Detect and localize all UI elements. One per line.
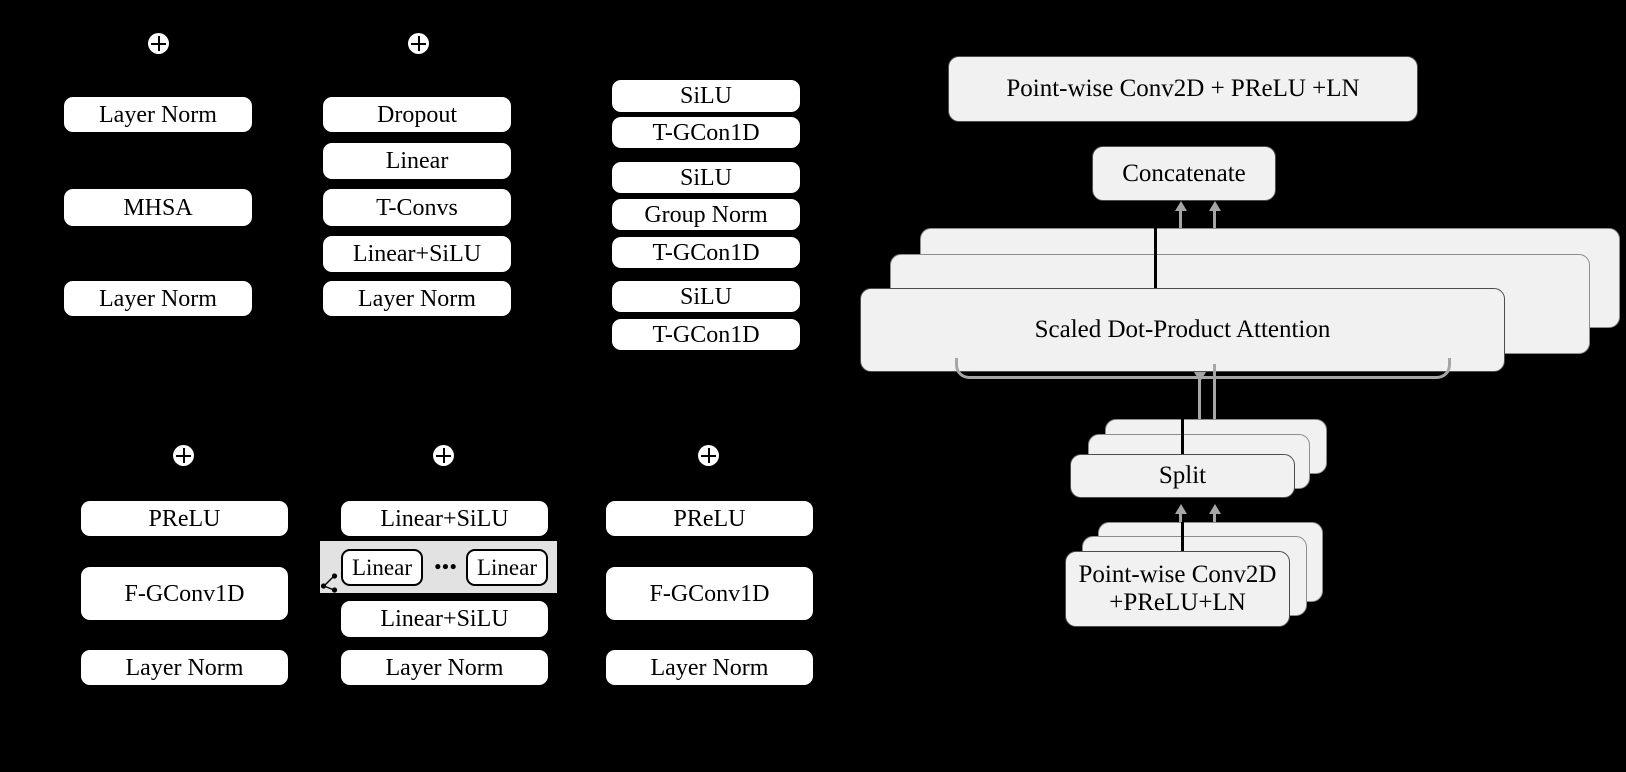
concat-arrow-head-1 bbox=[1174, 201, 1187, 211]
split-input-arrow-2 bbox=[1208, 504, 1221, 514]
bottom-conv-line-2: +PReLU+LN bbox=[1109, 589, 1246, 616]
split-input-arrow-1 bbox=[1174, 504, 1187, 514]
block-layer-norm-c6[interactable]: Layer Norm bbox=[606, 650, 813, 685]
block-linear-group-left[interactable]: Linear bbox=[341, 549, 423, 586]
block-layer-norm-c2[interactable]: Layer Norm bbox=[323, 281, 511, 316]
block-f-gconv1d-c4[interactable]: F-GConv1D bbox=[81, 567, 288, 620]
block-pointwise-conv2d-bottom[interactable]: Point-wise Conv2D +PReLU+LN bbox=[1065, 551, 1290, 627]
block-linear-silu-c5-bottom[interactable]: Linear+SiLU bbox=[341, 601, 548, 637]
block-linear-group-right[interactable]: Linear bbox=[466, 549, 548, 586]
share-nodes-icon-col5 bbox=[320, 573, 338, 593]
split-feed-line-2 bbox=[1213, 364, 1216, 426]
brace-stem-line bbox=[1198, 372, 1201, 420]
block-prelu-c4[interactable]: PReLU bbox=[81, 501, 288, 536]
block-silu-c3-2[interactable]: SiLU bbox=[612, 162, 800, 193]
block-linear-c2[interactable]: Linear bbox=[323, 143, 511, 179]
block-tgcon1d-c3-2[interactable]: T-GCon1D bbox=[612, 237, 800, 268]
add-icon-col4 bbox=[173, 445, 194, 466]
block-scaled-dot-product-attention[interactable]: Scaled Dot-Product Attention bbox=[860, 288, 1505, 372]
bottom-conv-line-1: Point-wise Conv2D bbox=[1078, 561, 1277, 588]
block-f-gconv1d-c6[interactable]: F-GConv1D bbox=[606, 567, 813, 620]
block-dropout[interactable]: Dropout bbox=[323, 97, 511, 132]
block-linear-silu-c5-top[interactable]: Linear+SiLU bbox=[341, 501, 548, 536]
block-silu-c3-1[interactable]: SiLU bbox=[612, 80, 800, 112]
add-icon-col5 bbox=[433, 445, 454, 466]
block-layer-norm-c1-bottom[interactable]: Layer Norm bbox=[64, 281, 252, 316]
concat-arrow-head-2 bbox=[1208, 201, 1221, 211]
add-icon-col2 bbox=[408, 33, 429, 54]
block-linear-silu-c2[interactable]: Linear+SiLU bbox=[323, 236, 511, 272]
block-mhsa[interactable]: MHSA bbox=[64, 189, 252, 226]
attention-trunk-line bbox=[1154, 228, 1157, 320]
block-concatenate[interactable]: Concatenate bbox=[1092, 146, 1276, 201]
add-icon-col1 bbox=[148, 33, 169, 54]
block-tgcon1d-c3-1[interactable]: T-GCon1D bbox=[612, 117, 800, 148]
block-layer-norm-c1-top[interactable]: Layer Norm bbox=[64, 97, 252, 132]
block-group-norm[interactable]: Group Norm bbox=[612, 199, 800, 230]
add-icon-col6 bbox=[698, 445, 719, 466]
block-layer-norm-c4[interactable]: Layer Norm bbox=[81, 650, 288, 685]
block-silu-c3-3[interactable]: SiLU bbox=[612, 281, 800, 312]
block-pointwise-conv2d-top[interactable]: Point-wise Conv2D + PReLU +LN bbox=[948, 56, 1418, 122]
block-tgcon1d-c3-3[interactable]: T-GCon1D bbox=[612, 319, 800, 350]
block-prelu-c6[interactable]: PReLU bbox=[606, 501, 813, 536]
block-split[interactable]: Split bbox=[1070, 454, 1295, 498]
block-layer-norm-c5[interactable]: Layer Norm bbox=[341, 650, 548, 685]
group-ellipsis: ••• bbox=[434, 557, 458, 578]
block-t-convs[interactable]: T-Convs bbox=[323, 189, 511, 226]
split-trunk-line bbox=[1181, 419, 1184, 464]
concat-arrow-line-2 bbox=[1213, 210, 1216, 240]
bottom-conv-trunk-line bbox=[1181, 522, 1184, 564]
brace-stem-arrow bbox=[1193, 372, 1206, 382]
